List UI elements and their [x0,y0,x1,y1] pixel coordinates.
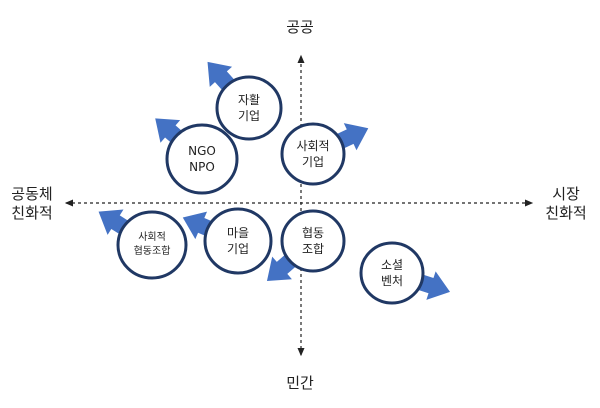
social-venture-label-line: 벤처 [380,274,404,288]
village-enterprise-circle [203,207,273,275]
axis-label-left-line1: 공동체 [11,185,53,203]
self-sufficiency-label-line: 자활 [237,93,261,107]
axis-label-right-line2: 친화적 [545,204,587,222]
self-sufficiency-circle [215,75,283,141]
self-sufficiency-label-line: 기업 [237,109,261,123]
social-coop-label-line: 사회적 [138,232,166,243]
social-venture-circle [359,241,425,305]
village-enterprise-label-line: 마을 [226,226,250,240]
social-enterprise-circle [280,122,346,186]
ngo-npo-label-line: NGO [188,144,216,158]
ngo-npo-circle [165,123,239,195]
ngo-npo-label: NGO NPO [188,143,216,175]
axis-label-right: 시장 친화적 [536,185,596,223]
axis-label-left-line2: 친화적 [11,204,53,222]
cooperative-label-line: 조합 [301,242,325,256]
axis-label-right-line1: 시장 [552,185,580,203]
social-coop-label-line: 협동조합 [133,246,171,257]
cooperative-label-line: 협동 [301,226,325,240]
axis-label-top: 공공 [286,18,314,36]
cooperative-circle [280,209,346,273]
social-enterprise-label-line: 기업 [301,155,325,169]
axis-label-left: 공동체 친화적 [2,185,62,223]
axis-label-bottom: 민간 [286,374,314,392]
social-enterprise-label-line: 사회적 [296,139,330,153]
social-coop-circle [116,210,188,280]
village-enterprise-label-line: 기업 [226,242,250,256]
ngo-npo-label-line: NPO [189,160,215,174]
social-venture-label-line: 소셜 [380,258,404,272]
